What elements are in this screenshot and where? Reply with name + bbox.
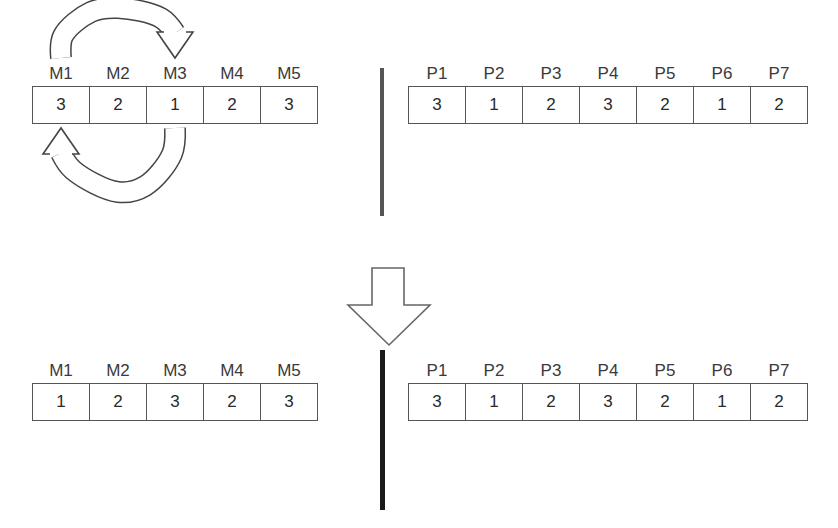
cell-header: P3 [522,359,580,383]
gene-cell: P32 [522,62,580,124]
arrow-head [43,128,79,154]
gene-cell: P21 [465,359,523,421]
cell-value: 2 [750,383,808,421]
cell-header: P5 [636,359,694,383]
cell-header: P1 [408,359,466,383]
gene-cell: M53 [260,359,318,421]
cell-header: M3 [146,62,204,86]
cell-header: M2 [89,359,147,383]
cell-value: 3 [408,86,466,124]
cell-value: 3 [260,86,318,124]
cell-header: P6 [693,62,751,86]
gene-cell: P72 [750,62,808,124]
gene-cell: M53 [260,62,318,124]
cell-header: M3 [146,359,204,383]
gene-cell: P13 [408,62,466,124]
gene-cell: P61 [693,359,751,421]
cell-header: M1 [32,359,90,383]
cell-header: P1 [408,62,466,86]
gene-cell: M31 [146,62,204,124]
cell-value: 1 [465,383,523,421]
cell-value: 2 [203,383,261,421]
cell-header: P6 [693,359,751,383]
cell-value: 3 [408,383,466,421]
gene-cell: M42 [203,62,261,124]
gene-cell: P21 [465,62,523,124]
cell-value: 3 [146,383,204,421]
cell-header: M2 [89,62,147,86]
gene-cell: P13 [408,359,466,421]
cell-value: 1 [693,383,751,421]
cell-header: P5 [636,62,694,86]
cell-header: P4 [579,62,637,86]
cell-header: M1 [32,62,90,86]
cell-value: 2 [522,383,580,421]
arrow-body [61,128,175,192]
cell-value: 2 [203,86,261,124]
cell-header: P3 [522,62,580,86]
arrow-outline [61,128,175,192]
gene-cell: P61 [693,62,751,124]
cell-header: P4 [579,359,637,383]
arrow-head-fill [157,32,193,58]
gene-cell: M22 [89,359,147,421]
swap-arrow [61,8,193,58]
cell-header: M4 [203,62,261,86]
cell-header: M4 [203,359,261,383]
cell-value: 2 [89,86,147,124]
cell-value: 2 [636,383,694,421]
cell-header: P2 [465,62,523,86]
separator-bar [380,350,385,510]
arrow-head [157,32,193,58]
cell-header: M5 [260,62,318,86]
gene-cell: P43 [579,62,637,124]
swap-arrow [43,128,175,192]
cell-value: 2 [636,86,694,124]
cell-value: 2 [89,383,147,421]
cell-header: P7 [750,62,808,86]
gene-cell: P52 [636,359,694,421]
cell-value: 1 [693,86,751,124]
gene-cell: M33 [146,359,204,421]
cell-value: 3 [579,383,637,421]
cell-value: 1 [32,383,90,421]
cell-header: P7 [750,359,808,383]
gene-cell: M42 [203,359,261,421]
gene-cell: M13 [32,62,90,124]
cell-value: 3 [32,86,90,124]
cell-value: 2 [750,86,808,124]
arrow-head-fill [43,128,79,154]
gene-cell: M11 [32,359,90,421]
cell-value: 1 [146,86,204,124]
cell-value: 3 [260,383,318,421]
gene-cell: P43 [579,359,637,421]
gene-cell: P32 [522,359,580,421]
cell-value: 3 [579,86,637,124]
gene-cell: P52 [636,62,694,124]
cell-value: 2 [522,86,580,124]
cell-header: M5 [260,359,318,383]
separator-bar [380,68,384,216]
gene-cell: M22 [89,62,147,124]
gene-cell: P72 [750,359,808,421]
cell-value: 1 [465,86,523,124]
cell-header: P2 [465,359,523,383]
down-block-arrow [348,268,430,345]
